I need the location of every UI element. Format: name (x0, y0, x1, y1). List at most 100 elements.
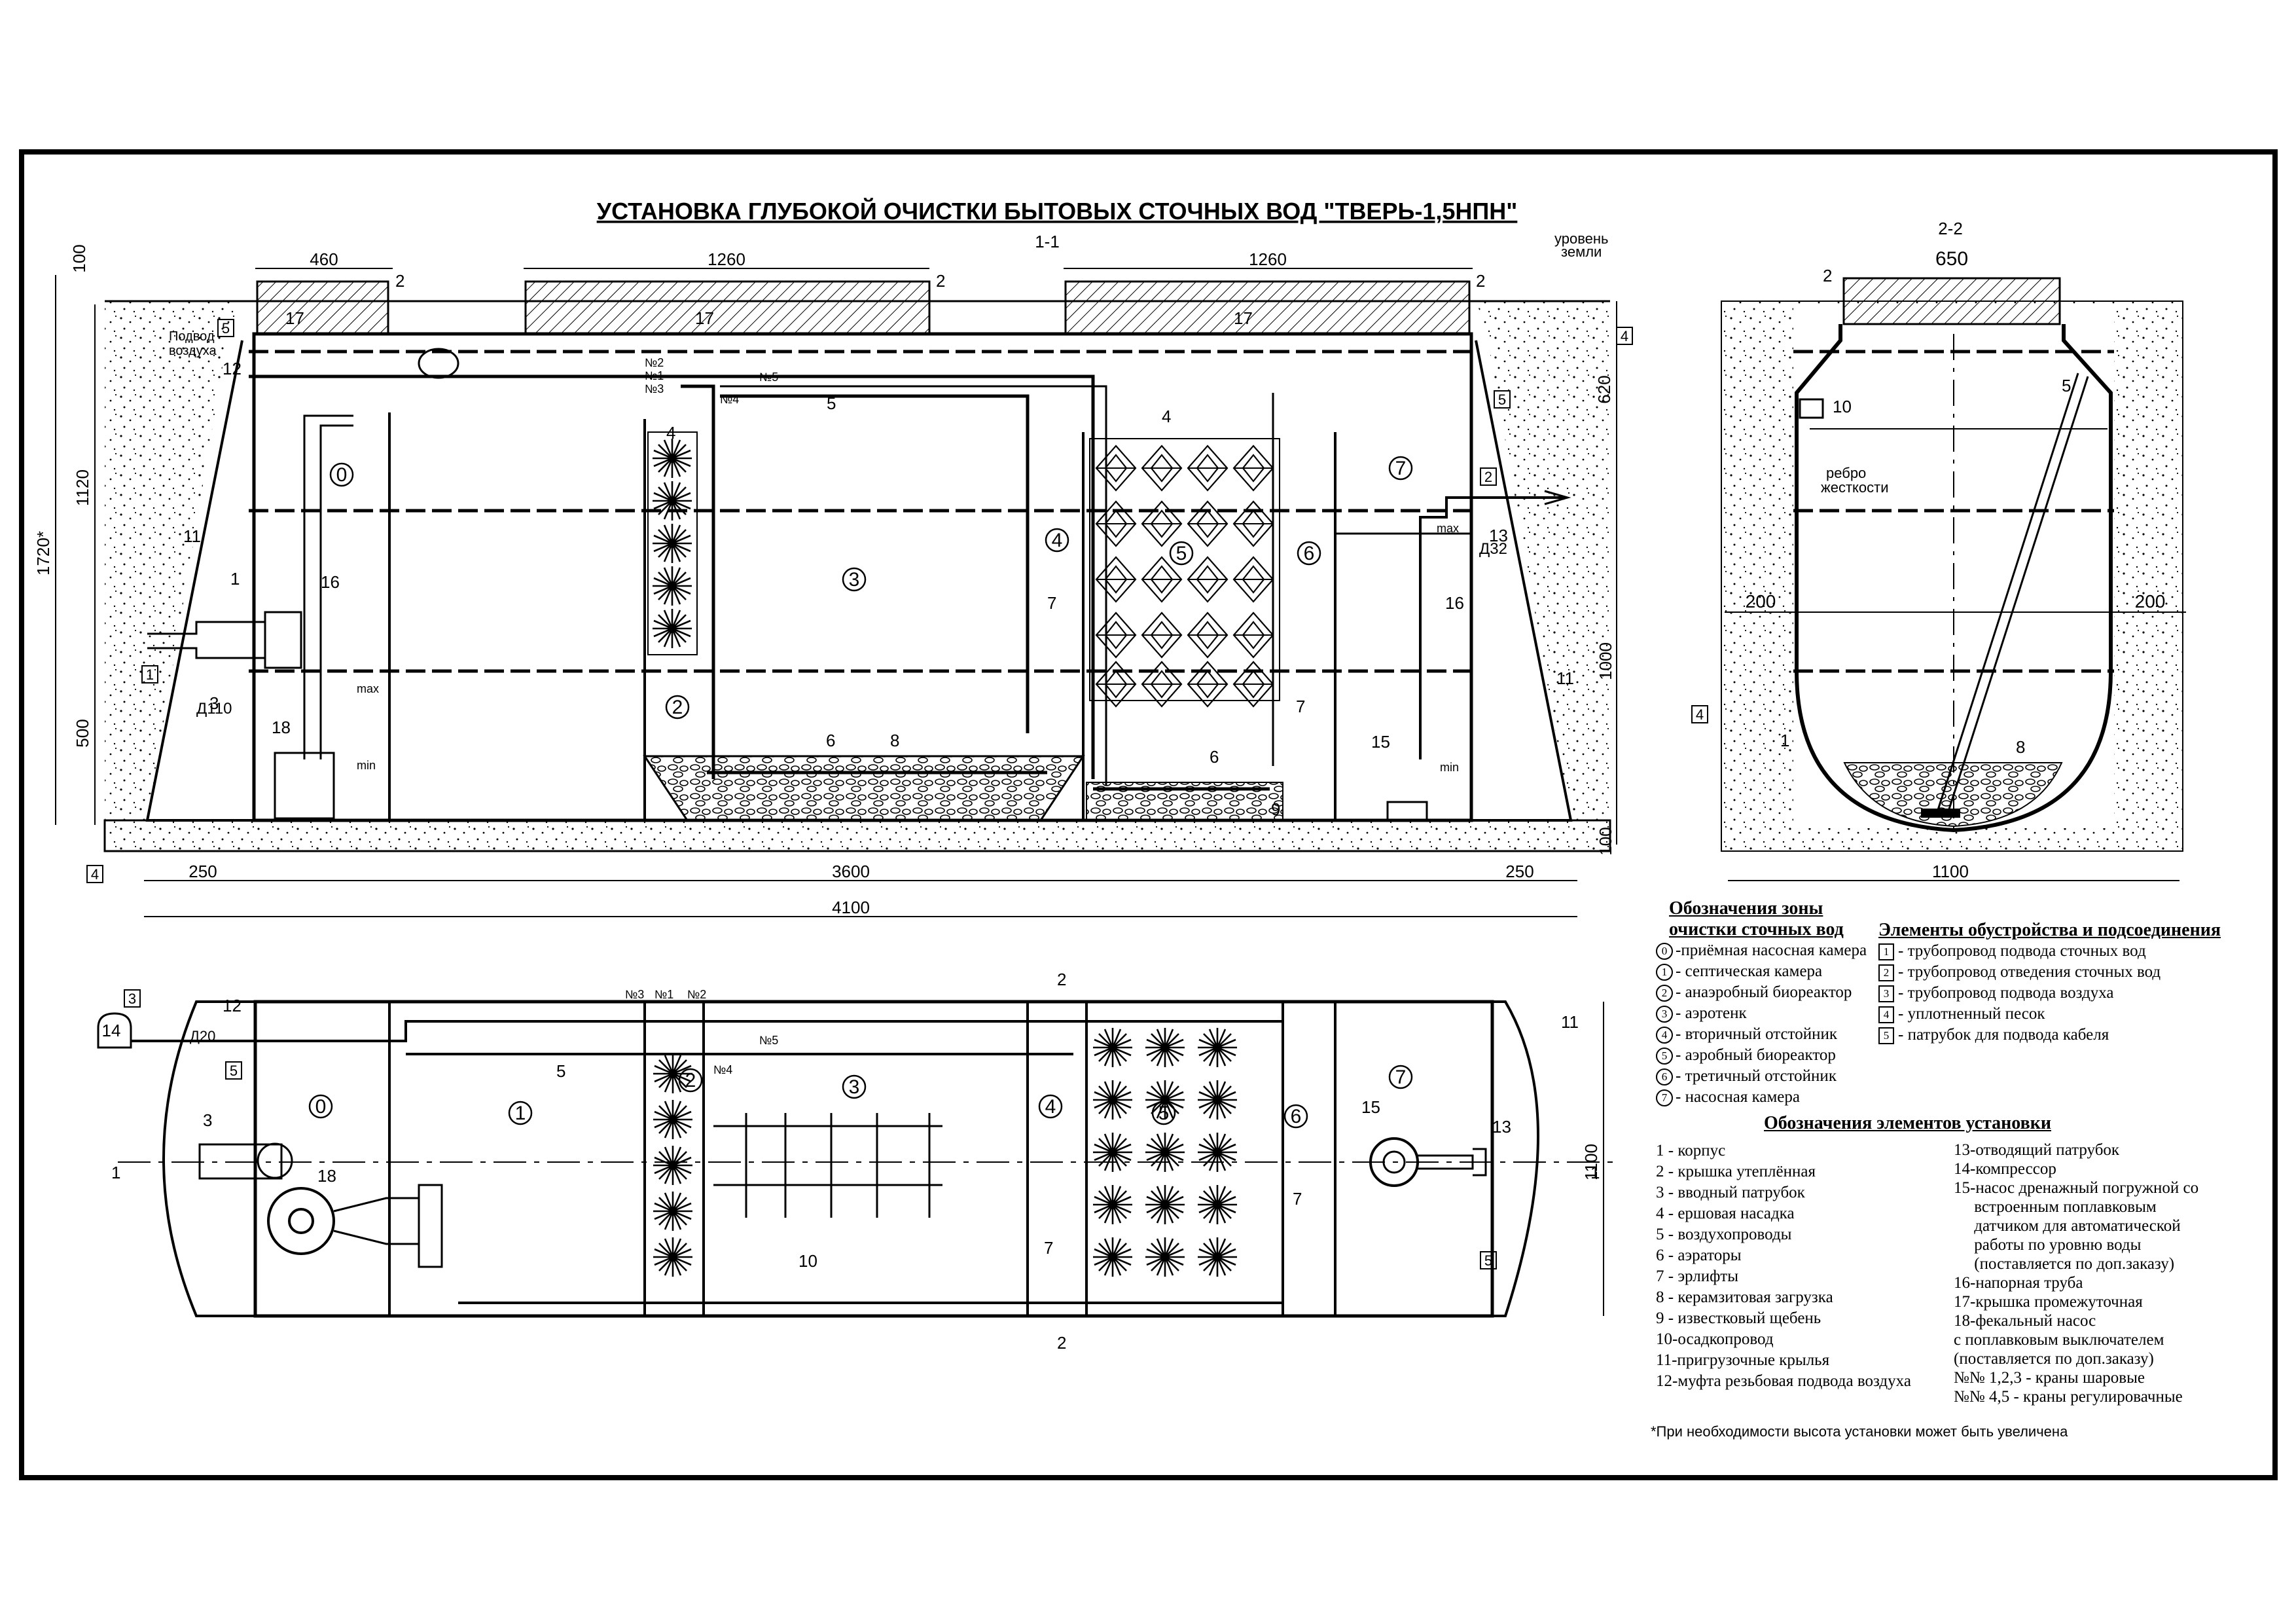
svg-text:6: 6 (826, 731, 835, 750)
plan-outline (162, 1000, 1539, 1317)
svg-text:16: 16 (321, 572, 340, 592)
svg-text:№1: №1 (645, 369, 664, 382)
svg-text:7: 7 (1047, 593, 1056, 613)
element-item: 13-отводящий патрубок (1954, 1141, 2120, 1159)
svg-text:№2: №2 (687, 988, 706, 1001)
svg-text:4: 4 (91, 866, 99, 883)
element-item: 15-насос дренажный погружной со (1954, 1179, 2199, 1197)
air-pipe-aux (720, 385, 1274, 786)
svg-text:2: 2 (1057, 970, 1066, 989)
pressure-pipe-right (1419, 496, 1525, 759)
element-item: датчиком для автоматической (1954, 1217, 2181, 1235)
svg-text:3: 3 (849, 569, 860, 591)
valve-labels-section: №2 №1 №3 №4 №5 (645, 356, 778, 406)
section-1-label: 1-1 (1035, 232, 1060, 251)
svg-text:15: 15 (1371, 732, 1390, 752)
svg-text:№3: №3 (645, 382, 664, 395)
svg-text:№2: №2 (645, 356, 664, 369)
element-item: 5 - воздухопроводы (1656, 1226, 1792, 1243)
plan-brush-media (652, 1027, 1238, 1278)
dim-1100-section: 1100 (1932, 862, 1969, 881)
max-level-right: max (1437, 522, 1459, 535)
zone-item: 4- вторичный отстойник (1656, 1024, 1867, 1045)
zone-item: 6- третичный отстойник (1656, 1066, 1867, 1087)
svg-text:6: 6 (1304, 543, 1315, 564)
section-1-1: 0 3 2 4 5 6 7 Подвод воздуха уровень зем… (33, 230, 1633, 917)
svg-text:3: 3 (203, 1110, 212, 1130)
ground-level-label-1: уровень (1554, 230, 1609, 247)
svg-text:250: 250 (1505, 862, 1534, 881)
svg-text:7: 7 (1296, 697, 1305, 716)
svg-text:7: 7 (1395, 1067, 1407, 1088)
pressure-pipe-left (303, 414, 353, 759)
svg-text:5: 5 (827, 393, 836, 413)
plan-fecal-pump (267, 1187, 335, 1255)
section-2-airlift (1936, 373, 2089, 816)
aerator-grid (707, 771, 1270, 791)
svg-text:0: 0 (336, 464, 348, 486)
svg-text:1: 1 (230, 569, 240, 589)
element-item: (поставляется по доп.заказу) (1954, 1350, 2154, 1368)
svg-text:4: 4 (1162, 407, 1171, 426)
svg-text:14: 14 (102, 1021, 121, 1040)
connection-item: 1- трубопровод подвода сточных вод (1878, 941, 2221, 962)
connection-item: 4- уплотненный песок (1878, 1004, 2221, 1025)
diameter-110-label: Д110 (196, 700, 232, 718)
svg-text:13: 13 (1489, 526, 1508, 545)
svg-text:7: 7 (1044, 1238, 1053, 1258)
connections-header: Элементы обустройства и подсоединения (1878, 920, 2221, 940)
svg-text:1260: 1260 (708, 249, 745, 269)
svg-text:2: 2 (1484, 469, 1492, 485)
air-supply-label-2: воздуха (169, 344, 217, 358)
svg-text:4100: 4100 (832, 898, 870, 917)
element-item: 7 - эрлифты (1656, 1267, 1739, 1285)
svg-text:100: 100 (1596, 827, 1615, 855)
element-item: 11-пригрузочные крылья (1656, 1351, 1830, 1369)
svg-text:№5: №5 (759, 371, 778, 384)
svg-text:1: 1 (1590, 1163, 1600, 1182)
svg-text:11: 11 (183, 526, 201, 546)
svg-text:13: 13 (1492, 1117, 1511, 1137)
svg-text:2: 2 (685, 1070, 696, 1091)
elements-left: 1 - корпус 2 - крышка утеплённая 3 - вво… (1656, 1140, 1911, 1392)
plan-compressor (97, 1012, 132, 1049)
element-item: 1 - корпус (1656, 1142, 1726, 1159)
element-item: 9 - известковый щебень (1656, 1309, 1821, 1327)
svg-text:8: 8 (2016, 737, 2025, 757)
plan-air-pipe (131, 1020, 1284, 1304)
svg-text:№5: №5 (759, 1034, 778, 1047)
zone-item: 3- аэротенк (1656, 1003, 1867, 1024)
plan-drain-pump (1369, 1137, 1419, 1187)
svg-text:2: 2 (1476, 271, 1485, 291)
svg-text:4: 4 (1696, 706, 1704, 723)
drain-pump-15 (1386, 801, 1428, 822)
svg-text:11: 11 (1561, 1012, 1579, 1032)
rib-label-2: жесткости (1821, 479, 1889, 496)
svg-text:1: 1 (146, 666, 154, 683)
element-item: 8 - керамзитовая загрузка (1656, 1288, 1833, 1306)
svg-text:500: 500 (73, 719, 92, 747)
svg-text:1000: 1000 (1596, 642, 1615, 680)
air-supply-label-1: Подвод (169, 329, 215, 344)
svg-text:5: 5 (230, 1063, 238, 1079)
svg-text:0: 0 (315, 1096, 327, 1118)
svg-text:3600: 3600 (832, 862, 870, 881)
svg-text:1: 1 (515, 1103, 526, 1124)
svg-text:100: 100 (69, 244, 89, 272)
svg-text:2: 2 (672, 697, 683, 718)
sheet-frame (19, 149, 2278, 1480)
svg-text:5: 5 (556, 1061, 565, 1081)
svg-text:5: 5 (2062, 376, 2071, 395)
dim-200-left: 200 (1746, 591, 1776, 611)
svg-text:15: 15 (1361, 1097, 1380, 1117)
plan-aerator-grid (713, 1113, 942, 1218)
svg-text:1720*: 1720* (33, 531, 53, 575)
element-item: 10-осадкопровод (1656, 1330, 1774, 1348)
svg-text:5: 5 (222, 320, 230, 337)
svg-text:17: 17 (1234, 308, 1253, 328)
dimension-lines-section (55, 268, 1617, 917)
aerotank-hopper (643, 755, 1085, 822)
